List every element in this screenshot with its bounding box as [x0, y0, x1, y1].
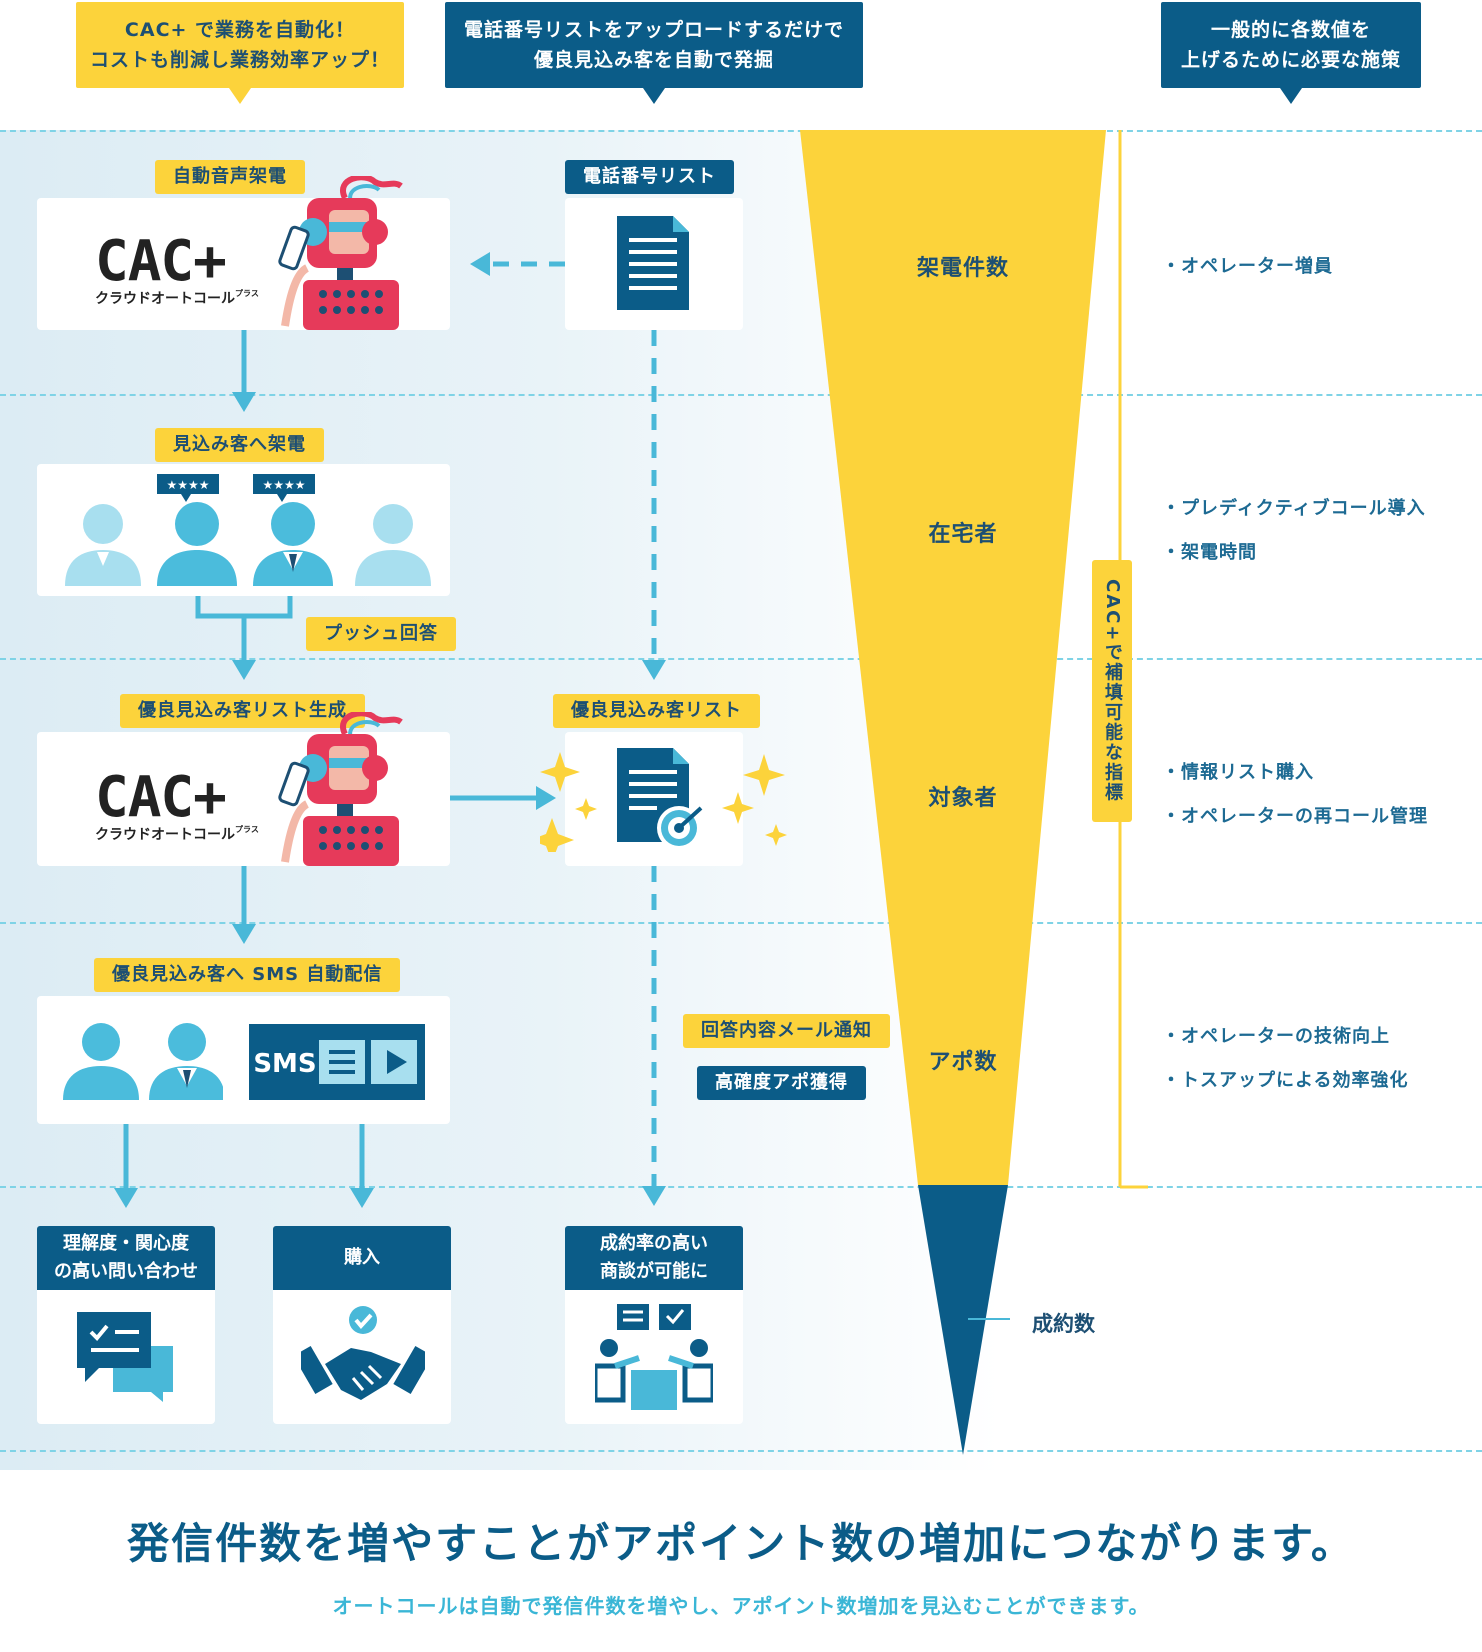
result-title-line: 理解度・関心度 [63, 1233, 189, 1254]
tag-auto-voice-call: 自動音声架電 [155, 160, 305, 194]
phone-list-card [565, 198, 743, 330]
result-header-negotiation: 成約率の高い 商談が可能に [565, 1226, 743, 1290]
measure-item: ・プレディクティブコール導入 [1162, 498, 1426, 519]
handshake-icon [301, 1306, 425, 1400]
tag-generate-list: 優良見込み客リスト生成 [120, 694, 365, 728]
cac-fillable-text: CAC+で補填可能な指標 [1102, 579, 1123, 803]
measure-item: ・トスアップによる効率強化 [1162, 1070, 1409, 1091]
logo-sub-text: クラウドオートコール [95, 291, 235, 307]
result-title-line: 成約率の高い [600, 1233, 708, 1254]
measure-item: ・オペレーター増員 [1162, 256, 1333, 277]
cac-logo: CAC+ クラウドオートコールプラス [95, 234, 259, 308]
logo-main: CAC+ [95, 765, 227, 830]
flow-arrows [114, 252, 666, 1208]
callout-line: 電話番号リストをアップロードするだけで [463, 19, 844, 41]
funnel-upper [800, 130, 1106, 1185]
tag-high-appointment: 高確度アポ獲得 [697, 1066, 866, 1100]
prospects-card: ★★★★ ★★★★ [37, 464, 450, 596]
row-divider [0, 130, 1482, 132]
callout-line: CAC+ で業務を自動化！ [124, 19, 356, 41]
tag-call-prospects: 見込み客へ架電 [155, 428, 324, 462]
sms-label: SMS [253, 1049, 316, 1079]
stage-contracts: 成約数 [1032, 1312, 1095, 1336]
result-header-purchase: 購入 [273, 1226, 451, 1290]
callout-line: 一般的に各数値を [1210, 19, 1371, 41]
funnel-lower [918, 1185, 1008, 1455]
subline: オートコールは自動で発信件数を増やし、アポイント数増加を見込むことができます。 [332, 1594, 1150, 1618]
meeting-icon [595, 1304, 713, 1410]
tag-phone-list: 電話番号リスト [565, 160, 734, 194]
document-icon [617, 216, 689, 310]
callout-line: 上げるために必要な施策 [1180, 49, 1401, 71]
logo-sub: クラウドオートコールプラス [95, 824, 259, 844]
result-title-line: 商談が可能に [600, 1261, 708, 1282]
measure-item: ・オペレーターの再コール管理 [1162, 806, 1428, 827]
stage-target: 対象者 [928, 786, 998, 811]
callout-upload-list: 電話番号リストをアップロードするだけで 優良見込み客を自動で発掘 [445, 2, 863, 104]
robot-operator-icon [278, 176, 403, 330]
measure-item: ・架電時間 [1162, 542, 1257, 563]
tag-push-reply: プッシュ回答 [306, 617, 456, 651]
logo-main: CAC+ [95, 229, 227, 294]
cac-fillable-indicator: CAC+で補填可能な指標 [1092, 560, 1132, 822]
stage-appointments: アポ数 [928, 1050, 998, 1075]
rating-stars: ★★★★ [262, 478, 305, 492]
tag-sms-delivery: 優良見込み客へ SMS 自動配信 [94, 958, 401, 992]
result-card-purchase [273, 1290, 451, 1424]
prospect-people-icon: ★★★★ ★★★★ [65, 474, 431, 586]
row-divider [0, 394, 1482, 396]
logo-sub-text: クラウドオートコール [95, 827, 235, 843]
sms-message-icon: SMS [249, 1024, 425, 1100]
logo-sub: クラウドオートコールプラス [95, 288, 259, 308]
callout-general-measures: 一般的に各数値を 上げるために必要な施策 [1161, 2, 1421, 104]
result-card-inquiry [37, 1290, 215, 1424]
cac-logo: CAC+ クラウドオートコールプラス [95, 770, 259, 844]
row-divider [0, 658, 1482, 660]
tag-mail-notice: 回答内容メール通知 [683, 1014, 890, 1048]
logo-sup: プラス [235, 289, 259, 298]
chat-icon [77, 1312, 173, 1402]
sms-card: SMS [37, 996, 450, 1124]
funnel-chart [800, 130, 1106, 1455]
rating-stars: ★★★★ [166, 478, 209, 492]
row-divider [0, 922, 1482, 924]
measure-item: ・情報リスト購入 [1162, 762, 1314, 783]
cac-card-1: CAC+ クラウドオートコールプラス [37, 176, 450, 330]
stage-at-home: 在宅者 [928, 522, 998, 547]
measure-item: ・オペレーターの技術向上 [1162, 1026, 1390, 1047]
result-title-line: の高い問い合わせ [54, 1261, 198, 1282]
robot-operator-icon [278, 712, 403, 866]
good-list-card [565, 732, 743, 866]
logo-sup: プラス [235, 825, 259, 834]
result-card-negotiation [565, 1290, 743, 1424]
callout-line: コストも削減し業務効率アップ！ [89, 49, 390, 71]
sparkle-icon [540, 752, 787, 852]
target-document-icon [617, 748, 703, 850]
row-divider [0, 1186, 1482, 1188]
customer-people-icon [63, 1023, 223, 1100]
tag-good-prospect-list: 優良見込み客リスト [553, 694, 760, 728]
headline: 発信件数を増やすことがアポイント数の増加につながります。 [127, 1519, 1355, 1568]
result-header-inquiry: 理解度・関心度 の高い問い合わせ [37, 1226, 215, 1290]
stage-call-count: 架電件数 [916, 256, 1009, 281]
result-title-line: 購入 [344, 1247, 380, 1268]
callout-line: 優良見込み客を自動で発掘 [533, 49, 774, 71]
row-divider [0, 1450, 1482, 1452]
callout-cac-automation: CAC+ で業務を自動化！ コストも削減し業務効率アップ！ [76, 2, 404, 104]
cac-card-2: CAC+ クラウドオートコールプラス [37, 712, 450, 866]
